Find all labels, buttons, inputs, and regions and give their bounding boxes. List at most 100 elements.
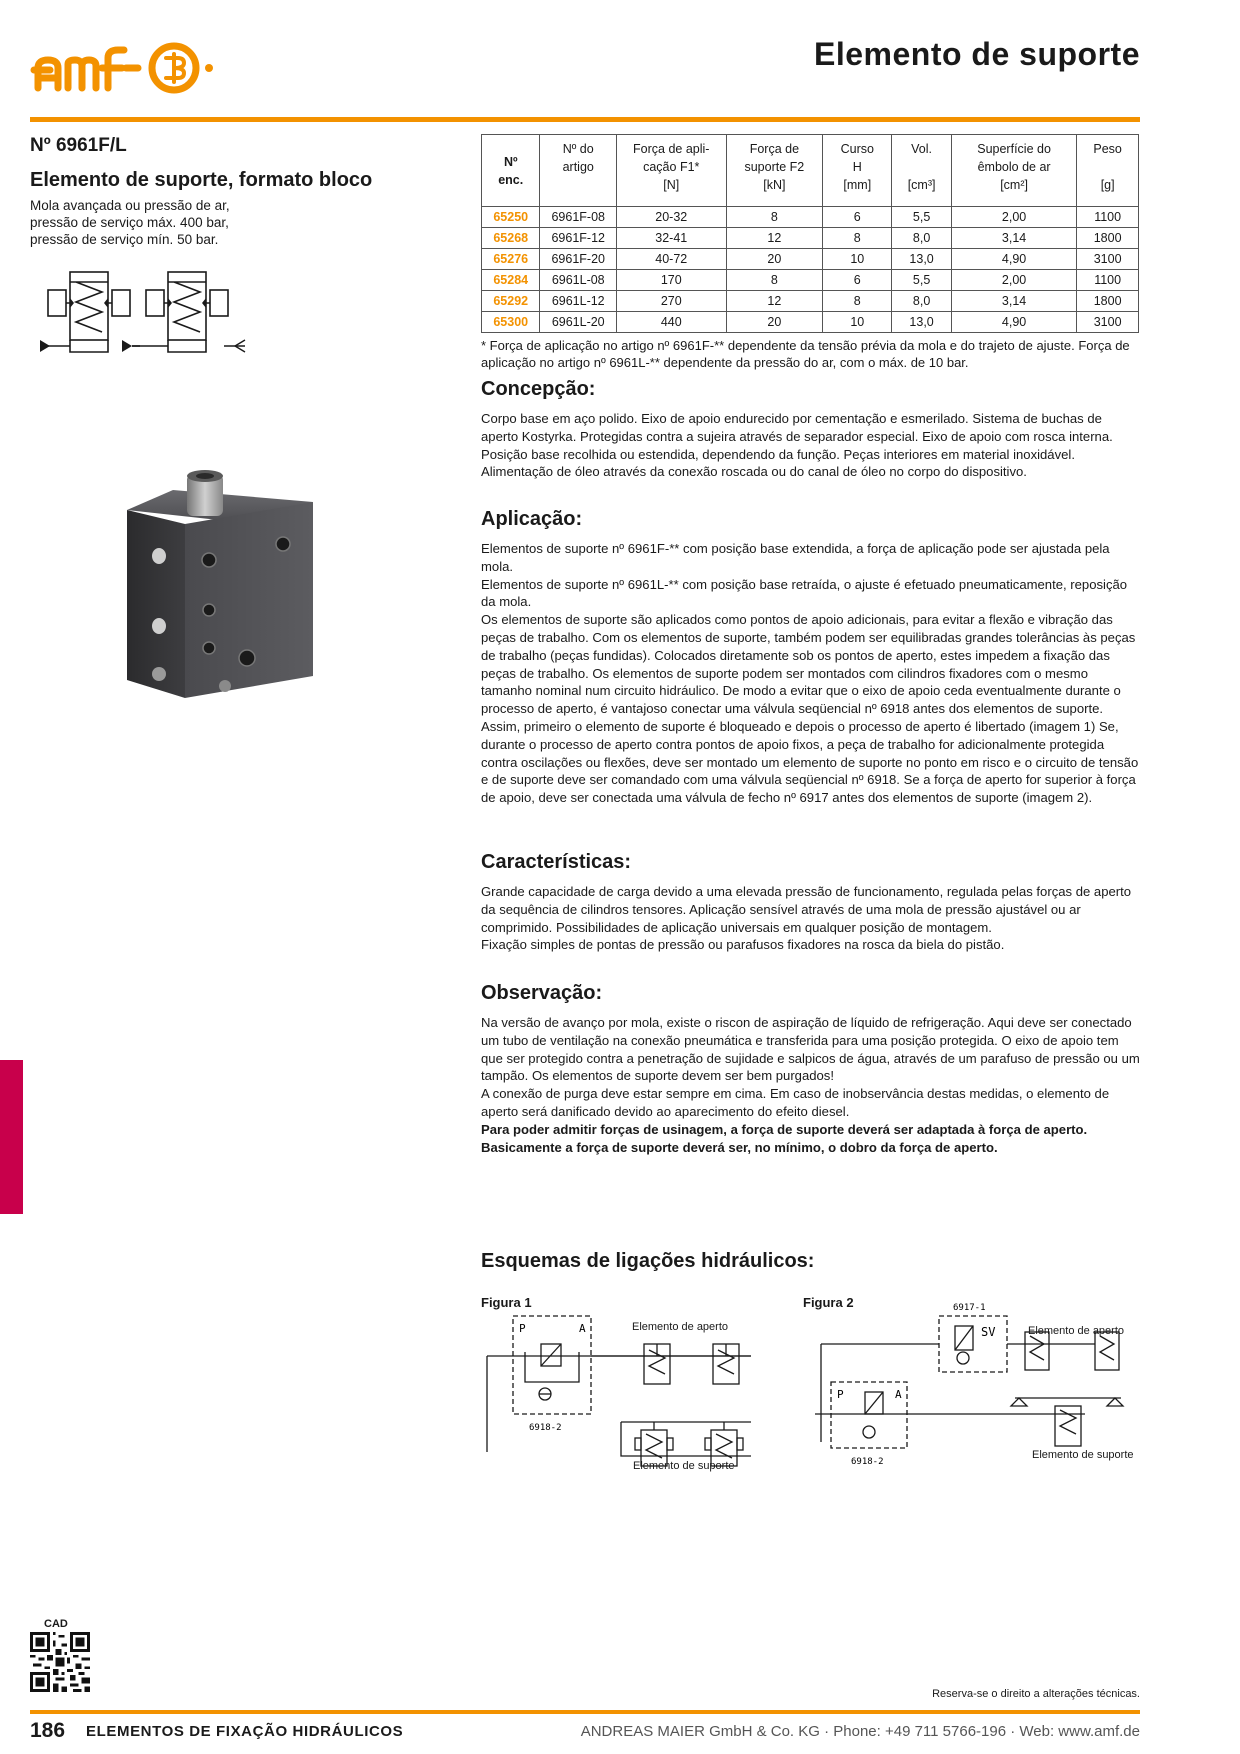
table-cell: 1100 xyxy=(1076,206,1139,228)
table-cell: 1800 xyxy=(1076,227,1139,249)
table-cell: 20 xyxy=(725,248,824,270)
desc-line: Mola avançada ou pressão de ar, xyxy=(30,198,230,213)
paragraph: Corpo base em aço polido. Eixo de apoio … xyxy=(481,411,1113,480)
table-cell: 12 xyxy=(725,290,824,312)
desc-line: pressão de serviço máx. 400 bar, xyxy=(30,215,229,230)
order-code[interactable]: 65292 xyxy=(480,290,541,312)
table-cell: 2,00 xyxy=(950,269,1078,291)
section-text: Corpo base em aço polido. Eixo de apoio … xyxy=(481,410,1141,481)
table-cell: 1100 xyxy=(1076,269,1139,291)
cad-label: CAD xyxy=(44,1618,68,1630)
table-cell: 6961L-12 xyxy=(539,290,617,312)
table-cell: 8 xyxy=(822,227,893,249)
chapter-tab xyxy=(0,1060,23,1214)
table-cell: 3,14 xyxy=(950,290,1078,312)
table-cell: 8 xyxy=(725,269,824,291)
paragraph: Fixação simples de pontas de pressão ou … xyxy=(481,937,1005,953)
table-cell: 8,0 xyxy=(891,290,952,312)
section-title: Concepção: xyxy=(481,378,596,400)
port-a: A xyxy=(579,1322,586,1335)
table-cell: 5,5 xyxy=(891,269,952,291)
table-cell: 10 xyxy=(822,248,893,270)
table-cell: 10 xyxy=(822,311,893,333)
table-cell: 440 xyxy=(616,311,727,333)
section-title: Características: xyxy=(481,851,632,873)
section-text: Na versão de avanço por mola, existe o r… xyxy=(481,1014,1141,1156)
table-cell: 12 xyxy=(725,227,824,249)
section-text: Elementos de suporte nº 6961F-** com pos… xyxy=(481,540,1141,807)
table-cell: 6 xyxy=(822,269,893,291)
hydraulic-symbol-icon xyxy=(40,271,246,353)
port-p: P xyxy=(837,1388,844,1401)
page-title: Elemento de suporte xyxy=(814,36,1140,72)
clamp-label: Elemento de aperto xyxy=(1028,1325,1125,1337)
figure-2-label: Figura 2 xyxy=(803,1295,854,1310)
page-number: 186 xyxy=(30,1719,66,1742)
order-code[interactable]: 65250 xyxy=(480,206,541,228)
valve-label: 6918-2 xyxy=(529,1423,562,1433)
figure-1-diagram: P A 6918-2 xyxy=(486,1315,751,1467)
col-header: Vol.[cm³] xyxy=(891,134,952,207)
table-row: 65284 6961L-08 170 8 6 5,5 2,00 1100 xyxy=(480,269,1139,291)
table-cell: 6961L-08 xyxy=(539,269,617,291)
section-text: Grande capacidade de carga devido a uma … xyxy=(481,883,1141,954)
port-a: A xyxy=(895,1388,902,1401)
chapter-name: ELEMENTOS DE FIXAÇÃO HIDRÁULICOS xyxy=(86,1723,404,1740)
paragraph: Os elementos de suporte são aplicados co… xyxy=(481,612,1139,806)
table-cell: 20 xyxy=(725,311,824,333)
bold-note: Para poder admitir forças de usinagem, a… xyxy=(481,1121,1088,1155)
table-cell: 6961F-12 xyxy=(539,227,617,249)
table-row: 65250 6961F-08 20-32 8 6 5,5 2,00 1100 xyxy=(480,206,1139,228)
desc-line: pressão de serviço mín. 50 bar. xyxy=(30,232,219,247)
paragraph: Grande capacidade de carga devido a uma … xyxy=(481,884,1132,935)
table-cell: 3100 xyxy=(1076,311,1139,333)
table-cell: 8 xyxy=(725,206,824,228)
table-cell: 1800 xyxy=(1076,290,1139,312)
table-cell: 32-41 xyxy=(616,227,727,249)
support-label: Elemento de suporte xyxy=(1032,1449,1134,1461)
valve-2-tag: SV xyxy=(981,1325,995,1339)
qr-code-icon[interactable] xyxy=(30,1632,90,1692)
paragraph: Na versão de avanço por mola, existe o r… xyxy=(481,1015,1140,1084)
article-name: Elemento de suporte, formato bloco xyxy=(30,169,373,191)
table-row: 65300 6961L-20 440 20 10 13,0 4,90 3100 xyxy=(480,311,1139,333)
table-cell: 40-72 xyxy=(616,248,727,270)
table-footnote: * Força de aplicação no artigo nº 6961F-… xyxy=(481,338,1130,370)
order-code[interactable]: 65276 xyxy=(480,248,541,270)
valve-2-label: 6917-1 xyxy=(953,1303,986,1313)
order-code[interactable]: 65268 xyxy=(480,227,541,249)
table-cell: 4,90 xyxy=(950,311,1078,333)
table-row: 65292 6961L-12 270 12 8 8,0 3,14 1800 xyxy=(480,290,1139,312)
figure-1-label: Figura 1 xyxy=(481,1295,532,1310)
section-title: Aplicação: xyxy=(481,508,583,530)
section-title: Observação: xyxy=(481,982,603,1004)
rights-note: Reserva-se o direito a alterações técnic… xyxy=(932,1688,1140,1700)
col-header: Força de apli-cação F1*[N] xyxy=(616,134,727,207)
header-rule xyxy=(30,117,1140,122)
section-observacao: Observação: Na versão de avanço por mola… xyxy=(481,982,1141,1156)
table-cell: 5,5 xyxy=(891,206,952,228)
paragraph: Elementos de suporte nº 6961L-** com pos… xyxy=(481,576,1128,610)
clamp-label: Elemento de aperto xyxy=(632,1321,729,1333)
order-code[interactable]: 65284 xyxy=(480,269,541,291)
table-cell: 6961L-20 xyxy=(539,311,617,333)
table-cell: 6961F-08 xyxy=(539,206,617,228)
table-cell: 3,14 xyxy=(950,227,1078,249)
paragraph: Elementos de suporte nº 6961F-** com pos… xyxy=(481,541,1110,574)
footer-rule xyxy=(30,1710,1140,1714)
section-aplicacao: Aplicação: Elementos de suporte nº 6961F… xyxy=(481,508,1141,807)
table-cell: 13,0 xyxy=(891,248,952,270)
order-code[interactable]: 65300 xyxy=(480,311,541,333)
table-cell: 20-32 xyxy=(616,206,727,228)
section-concepcao: Concepção: Corpo base em aço polido. Eix… xyxy=(481,378,1141,481)
col-header: Peso[g] xyxy=(1076,134,1139,207)
table-cell: 170 xyxy=(616,269,727,291)
table-row: 65268 6961F-12 32-41 12 8 8,0 3,14 1800 xyxy=(480,227,1139,249)
table-cell: 8 xyxy=(822,290,893,312)
table-cell: 3100 xyxy=(1076,248,1139,270)
